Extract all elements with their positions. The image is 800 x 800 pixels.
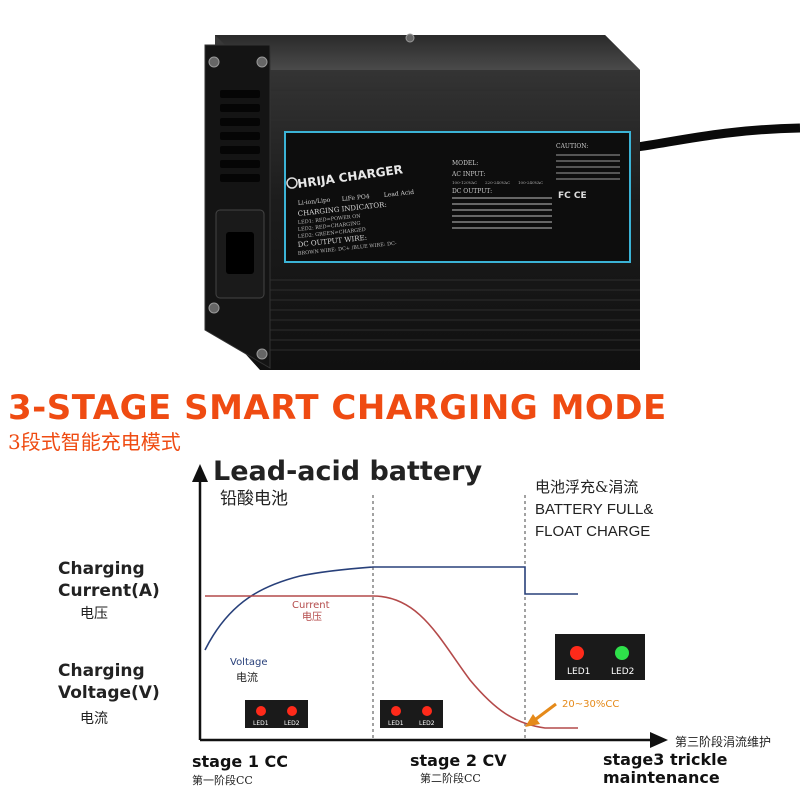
stage1-led2-label: LED2	[284, 720, 300, 727]
caution-label: CAUTION:	[556, 143, 588, 150]
stage2-label: stage 2 CV	[410, 751, 507, 770]
trickle-arrow-head-icon	[525, 714, 540, 727]
ac-option-3: 100-240VAC	[518, 180, 543, 185]
stage1-label-cn: 第一阶段CC	[192, 773, 253, 787]
stage2-led1-indicator	[391, 706, 401, 716]
charger-product-photo: HRIJA CHARGER Li-ion/Lipo LiFe PO4 Lead …	[204, 33, 800, 370]
stage3-led-panel: LED1 LED2	[555, 634, 645, 680]
x-axis-arrow-icon	[650, 732, 668, 748]
stage2-led1-label: LED1	[388, 720, 404, 727]
voltage-curve-label: Voltage	[230, 657, 268, 668]
brand-logo-icon	[286, 177, 298, 189]
stage1-led2-indicator	[287, 706, 297, 716]
y-label-current-cn: 电压	[80, 606, 108, 622]
subheadline: 3段式智能充电模式	[8, 430, 181, 454]
stage1-label: stage 1 CC	[192, 752, 288, 771]
current-curve-label: Current	[292, 600, 330, 611]
full-note-cn: 电池浮充&涓流	[535, 478, 638, 496]
y-axis-arrow-icon	[192, 464, 208, 482]
stage1-led1-label: LED1	[253, 720, 269, 727]
diagram-title-cn: 铅酸电池	[220, 489, 288, 509]
certification-marks: FC CE	[558, 191, 587, 201]
full-note-en-1: BATTERY FULL&	[535, 501, 653, 518]
charging-diagram: Lead-acid battery 铅酸电池 电池浮充&涓流 BATTERY F…	[192, 456, 771, 787]
voltage-curve-label-cn: 电流	[236, 670, 258, 684]
stage2-led2-indicator	[422, 706, 432, 716]
stage3-led2-indicator	[615, 646, 629, 660]
stage3-label-line1: stage3 trickle	[603, 750, 728, 769]
ac-input-label: AC INPUT:	[451, 171, 485, 178]
battery-type-3: Lead Acid	[383, 189, 414, 199]
stage1-led-panel: LED1 LED2	[245, 700, 308, 728]
battery-type-1: Li-ion/Lipo	[297, 197, 331, 207]
diagram-title: Lead-acid battery	[213, 456, 482, 487]
stage2-led2-label: LED2	[419, 720, 435, 727]
dc-output-label: DC OUTPUT:	[452, 188, 492, 195]
battery-type-2: LiFe PO4	[341, 193, 370, 203]
voltage-curve	[205, 595, 578, 729]
x-axis-end-label: 第三阶段涓流维护	[675, 734, 771, 749]
ac-option-2: 220-240VAC	[485, 180, 510, 185]
y-label-voltage-cn: 电流	[80, 711, 108, 727]
headline: 3-STAGE SMART CHARGING MODE	[8, 388, 667, 428]
ac-option-1: 100-120VAC	[452, 180, 477, 185]
current-curve	[204, 566, 578, 651]
stage2-led-panel: LED1 LED2	[380, 700, 443, 728]
stage3-led1-label: LED1	[567, 667, 590, 677]
current-curve-label-cn: 电压	[302, 610, 322, 623]
stage3-led2-label: LED2	[611, 667, 634, 677]
stage1-led1-indicator	[256, 706, 266, 716]
stage3-label-line2: maintenance	[603, 768, 720, 787]
trickle-note: 20~30%CC	[562, 699, 619, 710]
stage3-led1-indicator	[570, 646, 584, 660]
stage2-label-cn: 第二阶段CC	[420, 771, 481, 785]
full-note-en-2: FLOAT CHARGE	[535, 523, 650, 540]
model-label: MODEL:	[452, 160, 478, 167]
